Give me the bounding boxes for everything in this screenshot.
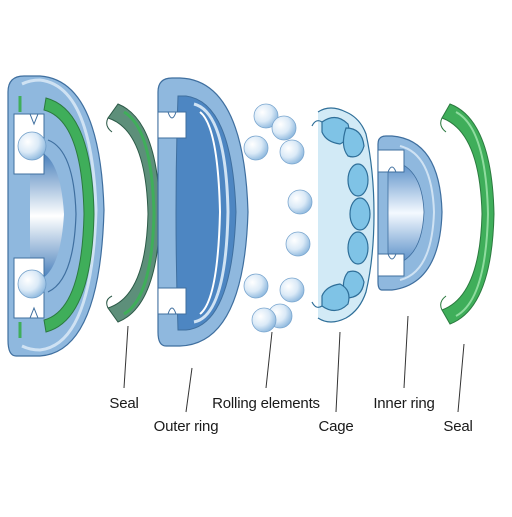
inner-ring-section-bottom [377,253,405,277]
label-seal-right: Seal [443,418,473,435]
inner-ring-section-top [377,149,405,173]
cage-pocket [347,163,369,197]
assembled-inner-bore [30,149,64,282]
leader-seal-left [123,325,129,389]
label-rolling-elements: Rolling elements [212,395,320,412]
outer-ring-section-bottom [157,287,187,315]
ball [285,231,311,257]
outer-ring-section-top [157,111,187,139]
leader-cage [335,331,341,413]
outer-ring-part [157,77,249,347]
assembled-seal [43,97,95,333]
ball [287,189,313,215]
cage-pocket [321,283,350,312]
seal-left-part [106,103,161,323]
seal-right-part [440,103,495,325]
label-seal-left: Seal [109,395,139,412]
leader-inner-ring [403,315,409,389]
cage-pocket [342,270,365,299]
assembled-ball-top [17,131,47,161]
inner-ring-part [377,135,443,291]
label-outer-ring: Outer ring [153,418,219,435]
assembled-ball-bottom [17,269,47,299]
ball [243,273,269,299]
label-inner-ring: Inner ring [373,395,435,412]
cage-pocket [342,127,365,158]
assembled-bearing [7,75,105,357]
cage-pocket [349,197,371,231]
ball [279,277,305,303]
rolling-elements-part [243,103,313,333]
leader-seal-right [457,343,465,413]
leader-lines [123,315,465,413]
ball [279,139,305,165]
leader-outer-ring [185,367,193,413]
ball [243,135,269,161]
label-cage: Cage [318,418,354,435]
cage-pocket [347,231,369,265]
ball [251,307,277,333]
cage-part [311,107,375,323]
ball [253,103,279,129]
leader-rolling-elements [265,331,273,389]
ball [271,115,297,141]
